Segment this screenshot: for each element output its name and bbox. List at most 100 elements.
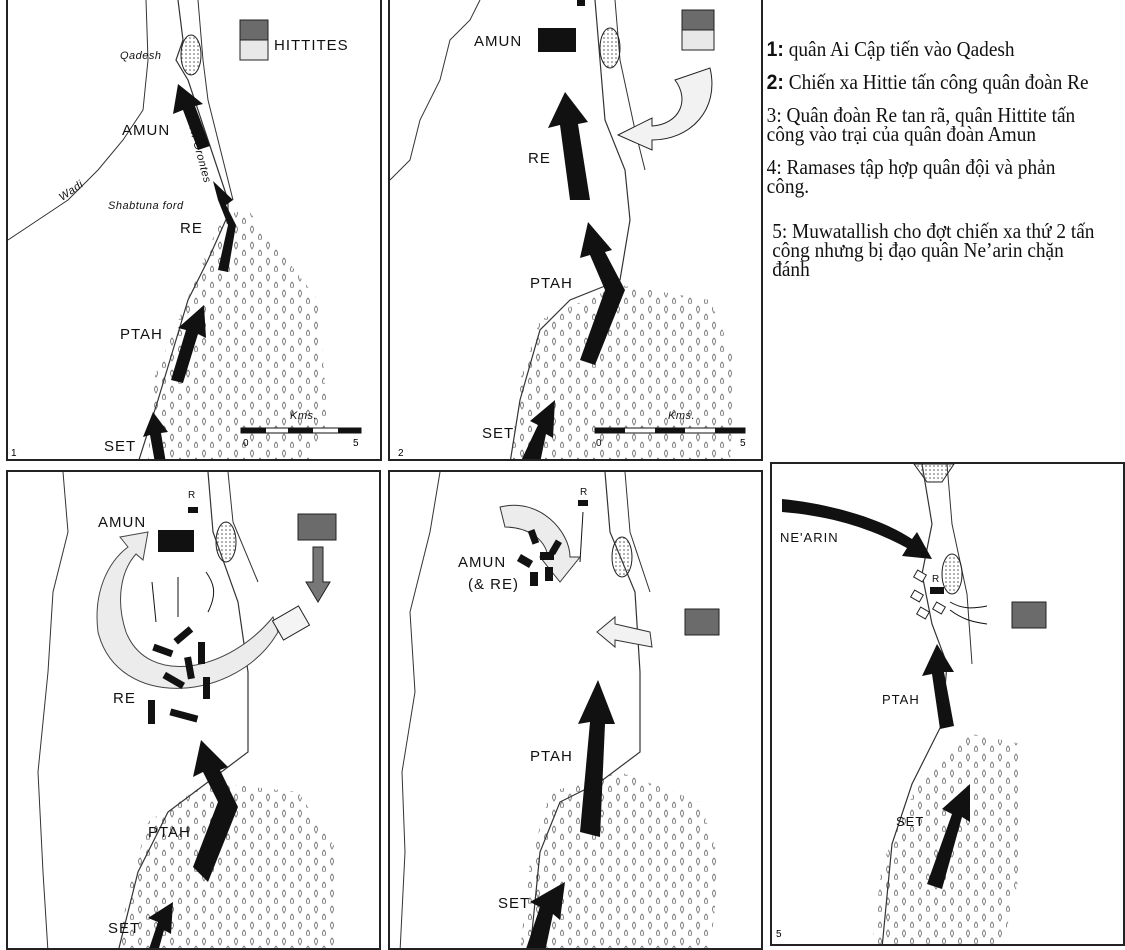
amun-camp — [158, 530, 194, 552]
legend-item-2: 2: Chiến xa Hittie tấn công quân đoàn Re — [766, 70, 1089, 94]
map-panel-4: R AMUN (& RE) PTAH SET — [388, 470, 763, 950]
map-panel-3: R AMUN RE PTAH SET — [6, 470, 381, 950]
hittites-key-dark — [239, 19, 269, 41]
scale-zero: 0 — [596, 438, 602, 449]
hittite-advance-arrow — [305, 546, 331, 603]
qadesh-city — [180, 34, 202, 76]
amun-label: AMUN — [474, 33, 523, 50]
hittite-retreat-arrow — [596, 615, 653, 649]
re-label: RE — [113, 690, 136, 707]
set-label: SET — [482, 425, 515, 442]
hittite-chariot-light — [271, 605, 311, 641]
panel-number: 2 — [398, 448, 404, 459]
qadesh-city — [599, 27, 621, 69]
scale-five: 5 — [353, 438, 359, 449]
set-arrow — [927, 784, 970, 889]
ptah-arrow — [580, 222, 625, 365]
map-panel-5: NE'ARIN R PTAH SET 5 — [770, 462, 1125, 946]
qadesh-label: Qadesh — [120, 50, 162, 62]
ramesses-marker — [930, 587, 944, 594]
set-label: SET — [108, 920, 141, 937]
ford-label: Shabtuna ford — [108, 200, 184, 212]
wadi-stream — [8, 0, 149, 241]
map-2-drawing — [390, 0, 746, 459]
wadi-stream — [37, 472, 69, 948]
legend-text: 1: quân Ai Cập tiến vào Qadesh 2: Chiến … — [763, 37, 1096, 293]
scale-unit-label: Kms. — [668, 410, 696, 422]
orontes-river — [510, 0, 631, 459]
amun-counterattack-arrow — [499, 504, 582, 583]
map-panel-1: HITTITES Qadesh R. Orontes AMUN Wadi Sha… — [6, 0, 382, 461]
set-arrow — [526, 882, 565, 948]
map-5-drawing — [782, 464, 1047, 944]
amun-units — [516, 529, 562, 586]
hittite-force — [684, 608, 720, 636]
scale-bar — [240, 427, 362, 434]
amun-label: AMUN — [122, 122, 171, 139]
hittite-force — [297, 513, 337, 541]
ptah-label: PTAH — [882, 692, 920, 707]
river-bank — [614, 0, 646, 171]
re-label: RE — [528, 150, 551, 167]
ptah-arrow — [578, 680, 615, 837]
hittite-chariot-sweep — [96, 531, 279, 689]
forest-area — [520, 772, 720, 948]
scale-five: 5 — [740, 438, 746, 449]
map-3-drawing — [37, 472, 338, 948]
ptah-arrow — [922, 644, 954, 729]
amun-re-label: (& RE) — [468, 576, 519, 593]
river-bank — [624, 472, 651, 593]
set-arrow — [521, 400, 555, 459]
pursuit-arrows — [949, 601, 988, 625]
ramesses-move-arrow — [579, 511, 584, 563]
r-label: R — [188, 490, 197, 501]
nearin-arrow — [782, 499, 932, 559]
set-label: SET — [896, 814, 925, 829]
hittite-force-light — [681, 29, 715, 51]
set-label: SET — [104, 438, 137, 455]
ptah-arrow — [193, 740, 238, 882]
ramesses-marker — [188, 507, 198, 513]
r-label: R — [580, 487, 589, 498]
nearin-source — [913, 464, 955, 483]
hittite-force-dark — [681, 9, 715, 31]
set-arrow — [148, 902, 173, 948]
legend-item-5: 5: Muwatallish cho đợt chiến xa thứ 2 tấ… — [772, 219, 1095, 281]
wadi-stream — [399, 472, 441, 948]
legend-item-3: 3: Quân đoàn Re tan rã, quân Hittite tấn… — [766, 103, 1076, 146]
hittites-key-label: HITTITES — [274, 37, 349, 54]
hittite-chariots — [909, 569, 947, 620]
hittite-force — [1011, 601, 1047, 629]
scale-bar — [594, 427, 746, 434]
qadesh-city — [941, 553, 963, 595]
scale-unit-label: Kms. — [290, 410, 318, 422]
river-bank — [946, 464, 973, 665]
amun-arrow — [173, 84, 210, 150]
ptah-label: PTAH — [148, 824, 191, 841]
river-bank — [197, 0, 234, 201]
amun-label: AMUN — [458, 554, 507, 571]
qadesh-city — [215, 521, 237, 563]
set-label: SET — [498, 895, 531, 912]
hittite-chariot-arrow — [616, 67, 713, 151]
set-arrow — [143, 412, 168, 459]
legend-item-1: 1: quân Ai Cập tiến vào Qadesh — [766, 37, 1015, 61]
amun-label: AMUN — [98, 514, 147, 531]
ramesses-marker — [578, 500, 588, 506]
qadesh-city — [611, 536, 633, 578]
ptah-label: PTAH — [530, 275, 573, 292]
forest-area — [510, 285, 735, 459]
ptah-label: PTAH — [530, 748, 573, 765]
forest-area — [118, 782, 338, 948]
panel-number: 5 — [776, 929, 782, 940]
ptah-arrow — [171, 305, 206, 383]
legend-item-4: 4: Ramases tập hợp quân đội và phản công… — [766, 155, 1056, 198]
nearin-label: NE'ARIN — [780, 530, 839, 545]
scale-zero: 0 — [243, 438, 249, 449]
re-broken-units — [148, 626, 210, 724]
map-panel-2: AMUN RE PTAH SET Kms. 0 5 2 — [388, 0, 763, 461]
wadi-stream — [390, 0, 481, 181]
hittites-key-light — [239, 39, 269, 61]
retreat-arrows — [151, 571, 215, 623]
map-1-drawing — [8, 0, 362, 459]
